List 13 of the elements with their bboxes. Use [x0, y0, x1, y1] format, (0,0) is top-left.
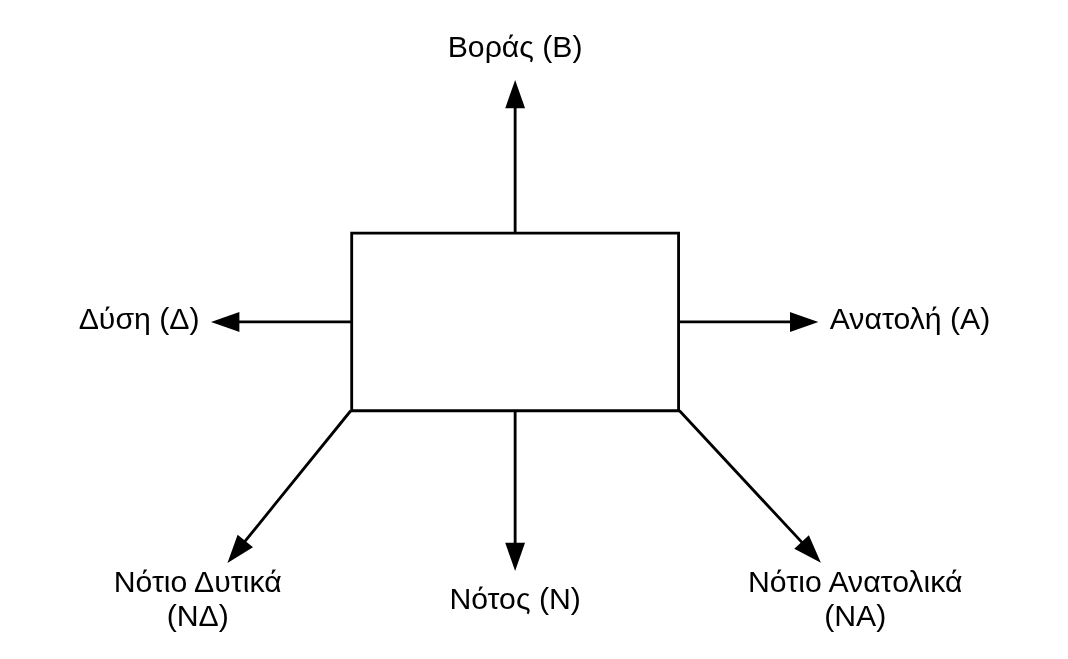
arrow	[226, 409, 352, 563]
arrow	[210, 312, 352, 332]
node-text: Νότος (Ν)	[448, 581, 581, 615]
node-text: Δύση (Δ)	[78, 302, 200, 336]
arrow	[504, 410, 525, 572]
arrow	[678, 312, 818, 332]
arrow	[504, 79, 525, 234]
node-text: Νότιο Ανατολικά (ΝΑ)	[747, 564, 962, 632]
node-text: Νότιο Δυτικά (ΝΔ)	[113, 564, 282, 632]
node-text: Βοράς (Β)	[447, 30, 583, 64]
node-text: Ανατολή (Α)	[829, 302, 990, 336]
node-box	[349, 231, 680, 413]
arrow	[677, 409, 821, 563]
